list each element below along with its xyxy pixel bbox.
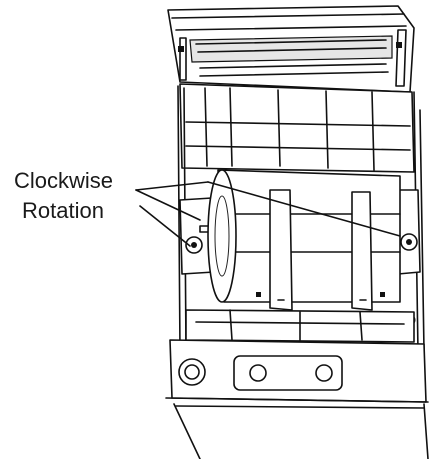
right-frame <box>202 91 425 353</box>
top-cover <box>167 5 415 93</box>
left-frame <box>177 85 215 353</box>
paper-guide-panel <box>179 83 415 173</box>
lower-tray <box>185 309 415 343</box>
annotation-label-line-2: Rotation <box>22 198 104 223</box>
annotation-label-line-1: Clockwise <box>14 168 114 193</box>
power-button <box>178 358 206 386</box>
lower-housing <box>173 403 429 459</box>
callout-leaders <box>135 181 401 247</box>
platen-roller <box>207 169 401 311</box>
front-panel <box>165 339 429 403</box>
